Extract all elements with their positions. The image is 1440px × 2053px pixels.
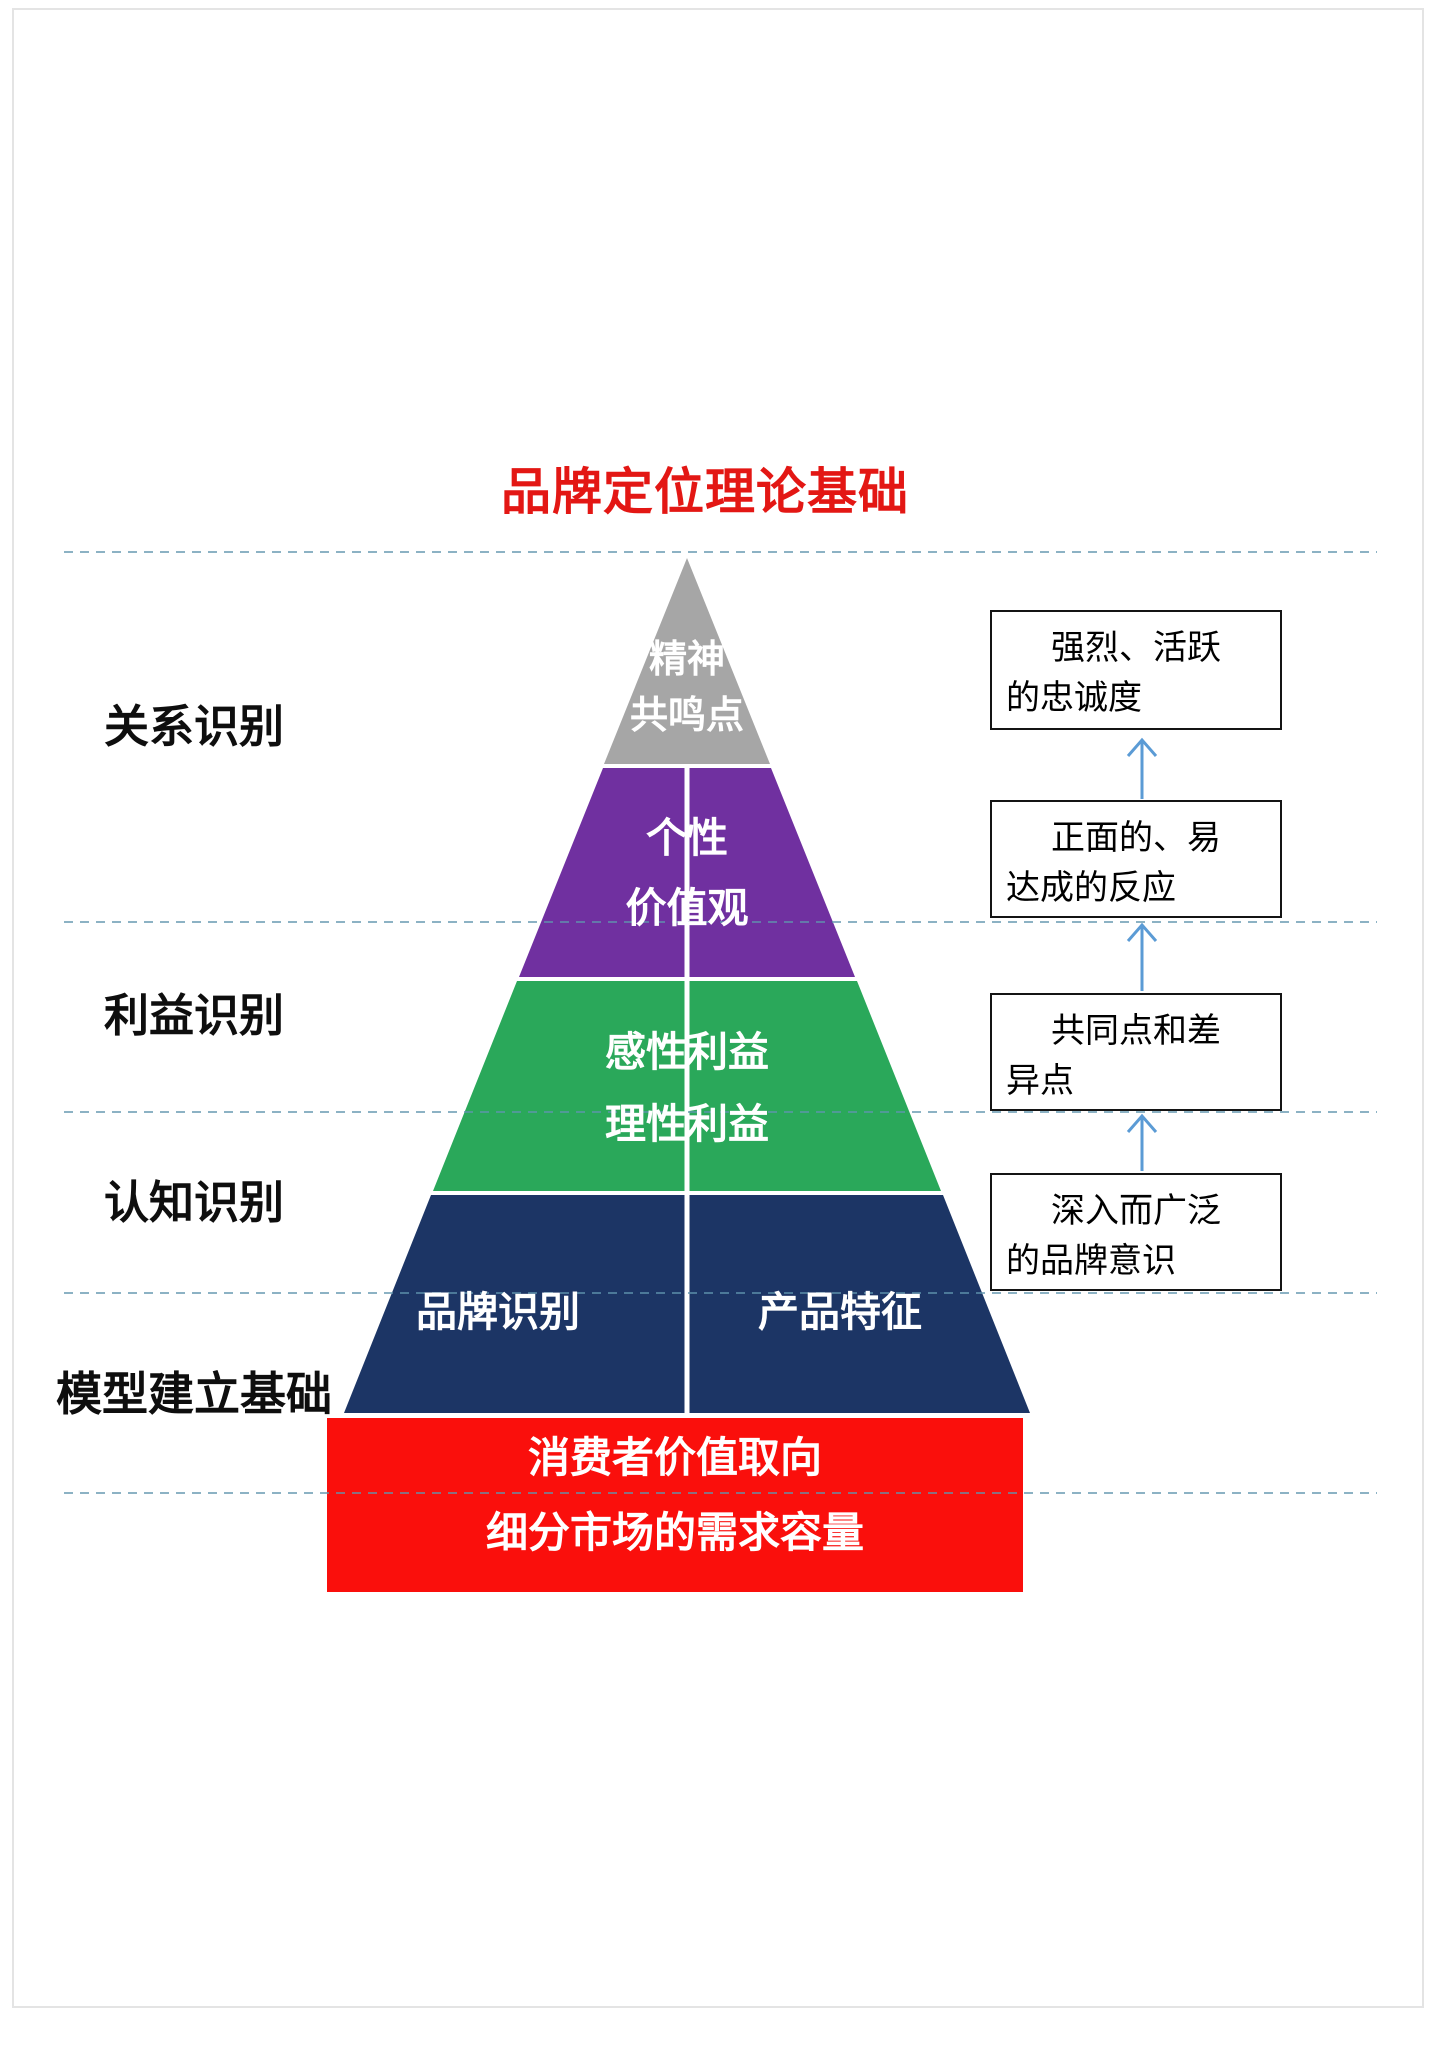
awareness-line-2: 的品牌意识 xyxy=(1006,1242,1176,1280)
loyalty-line-1: 强烈、活跃 xyxy=(1051,629,1221,667)
awareness-line-1: 深入而广泛 xyxy=(1051,1192,1221,1230)
annotation-box-loyalty: 强烈、活跃 的忠诚度 xyxy=(990,610,1282,730)
pyramid-text-spirit: 精神 共鸣点 xyxy=(630,632,744,744)
base-line-1: 消费者价值取向 xyxy=(527,1434,823,1481)
annotation-box-reaction: 正面的、易 达成的反应 xyxy=(990,800,1282,918)
pyramid-text-benefits: 感性利益 理性利益 xyxy=(605,1016,769,1160)
row-label-relationship: 关系识别 xyxy=(103,701,285,752)
page-title: 品牌定位理论基础 xyxy=(501,464,909,520)
personality-line-2: 价值观 xyxy=(625,885,749,931)
pyramid-level-spirit xyxy=(604,558,770,764)
benefits-line-1: 感性利益 xyxy=(605,1029,769,1075)
connector-arrows xyxy=(1126,737,1158,1171)
points-line-1: 共同点和差 xyxy=(1051,1012,1221,1050)
spirit-line-2: 共鸣点 xyxy=(629,695,745,737)
annotation-box-brand-awareness: 深入而广泛 的品牌意识 xyxy=(990,1173,1282,1291)
pyramid-text-product-features: 产品特征 xyxy=(758,1289,922,1335)
row-label-foundation: 模型建立基础 xyxy=(56,1368,332,1420)
up-arrow-icon xyxy=(1126,1113,1158,1171)
points-line-2: 异点 xyxy=(1006,1062,1074,1100)
reaction-line-1: 正面的、易 xyxy=(1051,819,1221,857)
spirit-line-1: 精神 xyxy=(648,639,726,681)
loyalty-line-2: 的忠诚度 xyxy=(1006,679,1142,717)
reaction-line-2: 达成的反应 xyxy=(1006,869,1176,907)
pyramid-text-personality: 个性 价值观 xyxy=(626,803,749,943)
up-arrow-icon xyxy=(1126,737,1158,799)
base-line-2: 细分市场的需求容量 xyxy=(485,1509,865,1556)
benefits-line-2: 理性利益 xyxy=(605,1101,769,1147)
row-label-benefit: 利益识别 xyxy=(103,990,285,1041)
base-rectangle xyxy=(327,1418,1023,1592)
row-label-cognition: 认知识别 xyxy=(103,1177,285,1228)
pyramid-text-brand-identity: 品牌识别 xyxy=(416,1289,580,1335)
annotation-box-points-of-parity-difference: 共同点和差 异点 xyxy=(990,993,1282,1111)
base-rectangle-text: 消费者价值取向 细分市场的需求容量 xyxy=(486,1420,864,1570)
row-guide-lines xyxy=(64,551,1377,1494)
personality-line-1: 个性 xyxy=(646,815,728,861)
up-arrow-icon xyxy=(1126,922,1158,991)
